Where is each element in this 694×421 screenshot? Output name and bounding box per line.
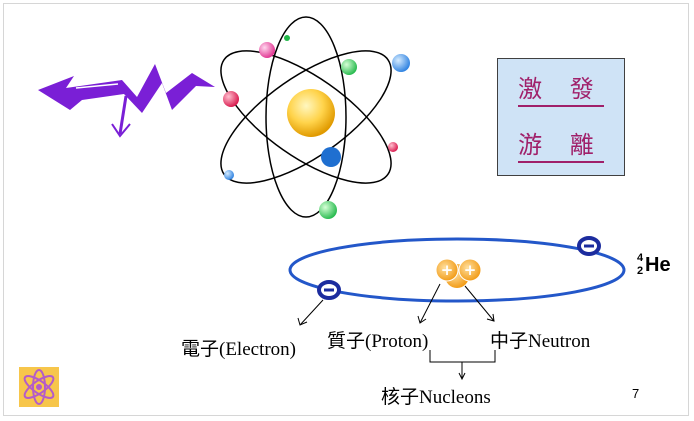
excitation-label: 激 發: [498, 69, 624, 107]
electron-dot-icon: [224, 170, 234, 180]
slide-frame: [3, 3, 689, 416]
electron-dot-icon: [259, 42, 275, 58]
electron-icon: [317, 280, 341, 300]
mass-number: 4: [637, 252, 644, 264]
atom-icon: [220, 16, 410, 219]
page-number: 7: [632, 386, 640, 401]
electron-icon: [577, 236, 601, 256]
electron-dot-icon: [319, 201, 337, 219]
ionization-label: 游 離: [498, 125, 624, 163]
excitation-ionization-box: 激 發 游 離: [497, 58, 625, 176]
svg-text:+: +: [441, 261, 454, 279]
neutron-label: 中子Neutron: [490, 331, 591, 352]
electron-dot-icon: [341, 59, 357, 75]
electron-dot-icon: [223, 91, 239, 107]
electron-dot-icon: [388, 142, 398, 152]
proton-icon: [458, 258, 482, 282]
electron-dot-icon: [284, 35, 290, 41]
proton-label: 質子(Proton): [327, 331, 429, 352]
atomic-number: 2: [637, 265, 644, 277]
electron-dot-icon: [321, 147, 341, 167]
nucleons-label: 核子Nucleons: [381, 387, 491, 408]
proton-icon: [435, 258, 459, 282]
radiation-arrow-icon: [38, 64, 215, 138]
electron-label: 電子(Electron): [181, 339, 297, 360]
element-symbol: He: [645, 254, 671, 276]
svg-text:+: +: [464, 261, 477, 279]
nucleus-icon: [287, 89, 335, 137]
electron-dot-icon: [392, 54, 410, 72]
atom-logo-icon: [19, 367, 59, 407]
helium-atom-diagram: + +: [288, 236, 626, 381]
